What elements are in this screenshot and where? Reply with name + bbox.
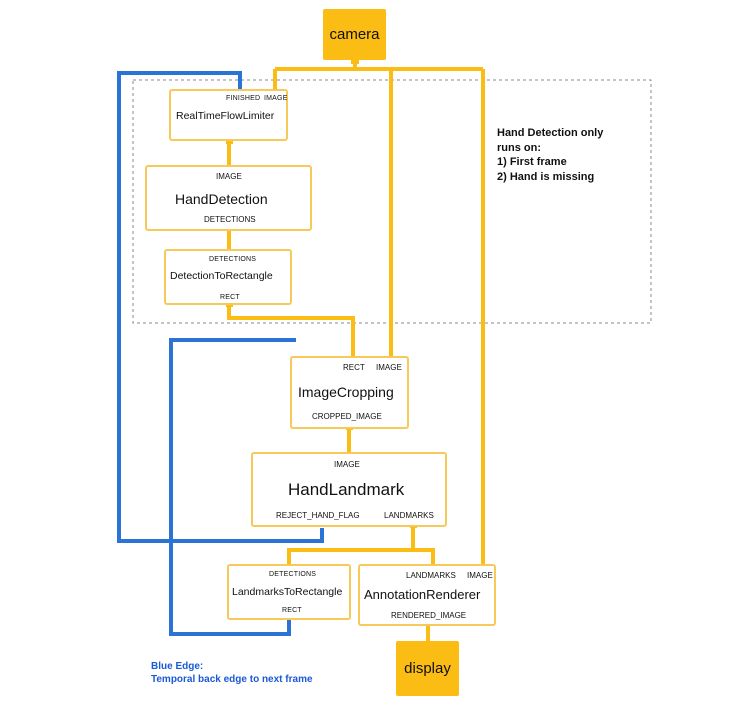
back-edge-reject-flag-to-finished [117, 71, 324, 543]
renderer-port-landmarks: LANDMARKS [406, 571, 456, 580]
camera-label: camera [329, 26, 380, 43]
det2rect-port-detections: DETECTIONS [209, 256, 257, 263]
cropping-title: ImageCropping [298, 384, 394, 400]
landmark-port-image: IMAGE [334, 460, 360, 469]
landmark-port-reject: REJECT_HAND_FLAG [276, 511, 360, 520]
legend-title: Blue Edge: [151, 661, 204, 672]
edge-camera-to-limiter [273, 67, 483, 90]
limiter-port-image: IMAGE [264, 95, 288, 102]
lm2rect-port-rect: RECT [282, 607, 302, 614]
hand-detection-note: Hand Detection only runs on: 1) First fr… [497, 126, 603, 184]
hand-detection-title: HandDetection [175, 191, 268, 207]
renderer-title: AnnotationRenderer [364, 587, 481, 602]
note-line-3: 1) First frame [497, 156, 567, 168]
hand-detection-port-image: IMAGE [216, 172, 242, 181]
det2rect-title: DetectionToRectangle [170, 270, 273, 282]
annotation-renderer-node: LANDMARKS IMAGE AnnotationRenderer RENDE… [358, 564, 496, 626]
edge-landmark-to-renderer [413, 548, 435, 565]
limiter-title: RealTimeFlowLimiter [176, 110, 275, 122]
cropping-port-cropped: CROPPED_IMAGE [312, 412, 382, 421]
landmark-port-landmarks: LANDMARKS [384, 511, 434, 520]
note-line-4: 2) Hand is missing [497, 170, 595, 183]
camera-node: camera [323, 9, 386, 60]
display-label: display [404, 660, 451, 677]
limiter-port-finished: FINISHED [226, 95, 261, 102]
flow-limiter-node: FINISHED IMAGE RealTimeFlowLimiter [169, 89, 288, 141]
back-edges [117, 71, 324, 636]
edge-det2rect-to-cropping [227, 305, 355, 358]
renderer-port-image: IMAGE [467, 571, 493, 580]
display-node: display [396, 641, 459, 696]
renderer-port-rendered: RENDERED_IMAGE [391, 611, 467, 620]
data-edges [227, 60, 485, 642]
hand-landmark-node: IMAGE HandLandmark REJECT_HAND_FLAG LAND… [251, 452, 447, 527]
lm2rect-title: LandmarksToRectangle [232, 586, 343, 598]
detection-to-rectangle-node: DETECTIONS DetectionToRectangle RECT [164, 249, 292, 305]
cropping-port-rect: RECT [343, 363, 365, 372]
note-line-1: Hand Detection only [497, 127, 604, 139]
back-edge-rect-to-cropping [169, 338, 296, 636]
back-edge-legend: Blue Edge: Temporal back edge to next fr… [151, 660, 313, 686]
landmarks-to-rectangle-node: DETECTIONS LandmarksToRectangle RECT [227, 564, 351, 620]
note-line-2: runs on: [497, 141, 541, 154]
landmark-title: HandLandmark [288, 480, 405, 499]
hand-detection-port-detections: DETECTIONS [204, 215, 256, 224]
legend-text: Temporal back edge to next frame [151, 674, 313, 685]
cropping-port-image: IMAGE [376, 363, 402, 372]
hand-detection-node: IMAGE HandDetection DETECTIONS [145, 165, 312, 231]
det2rect-port-rect: RECT [220, 294, 240, 301]
edge-landmark-to-lm2rect [287, 525, 415, 565]
lm2rect-port-detections: DETECTIONS [269, 571, 317, 578]
image-cropping-node: RECT IMAGE ImageCropping CROPPED_IMAGE [290, 356, 409, 429]
